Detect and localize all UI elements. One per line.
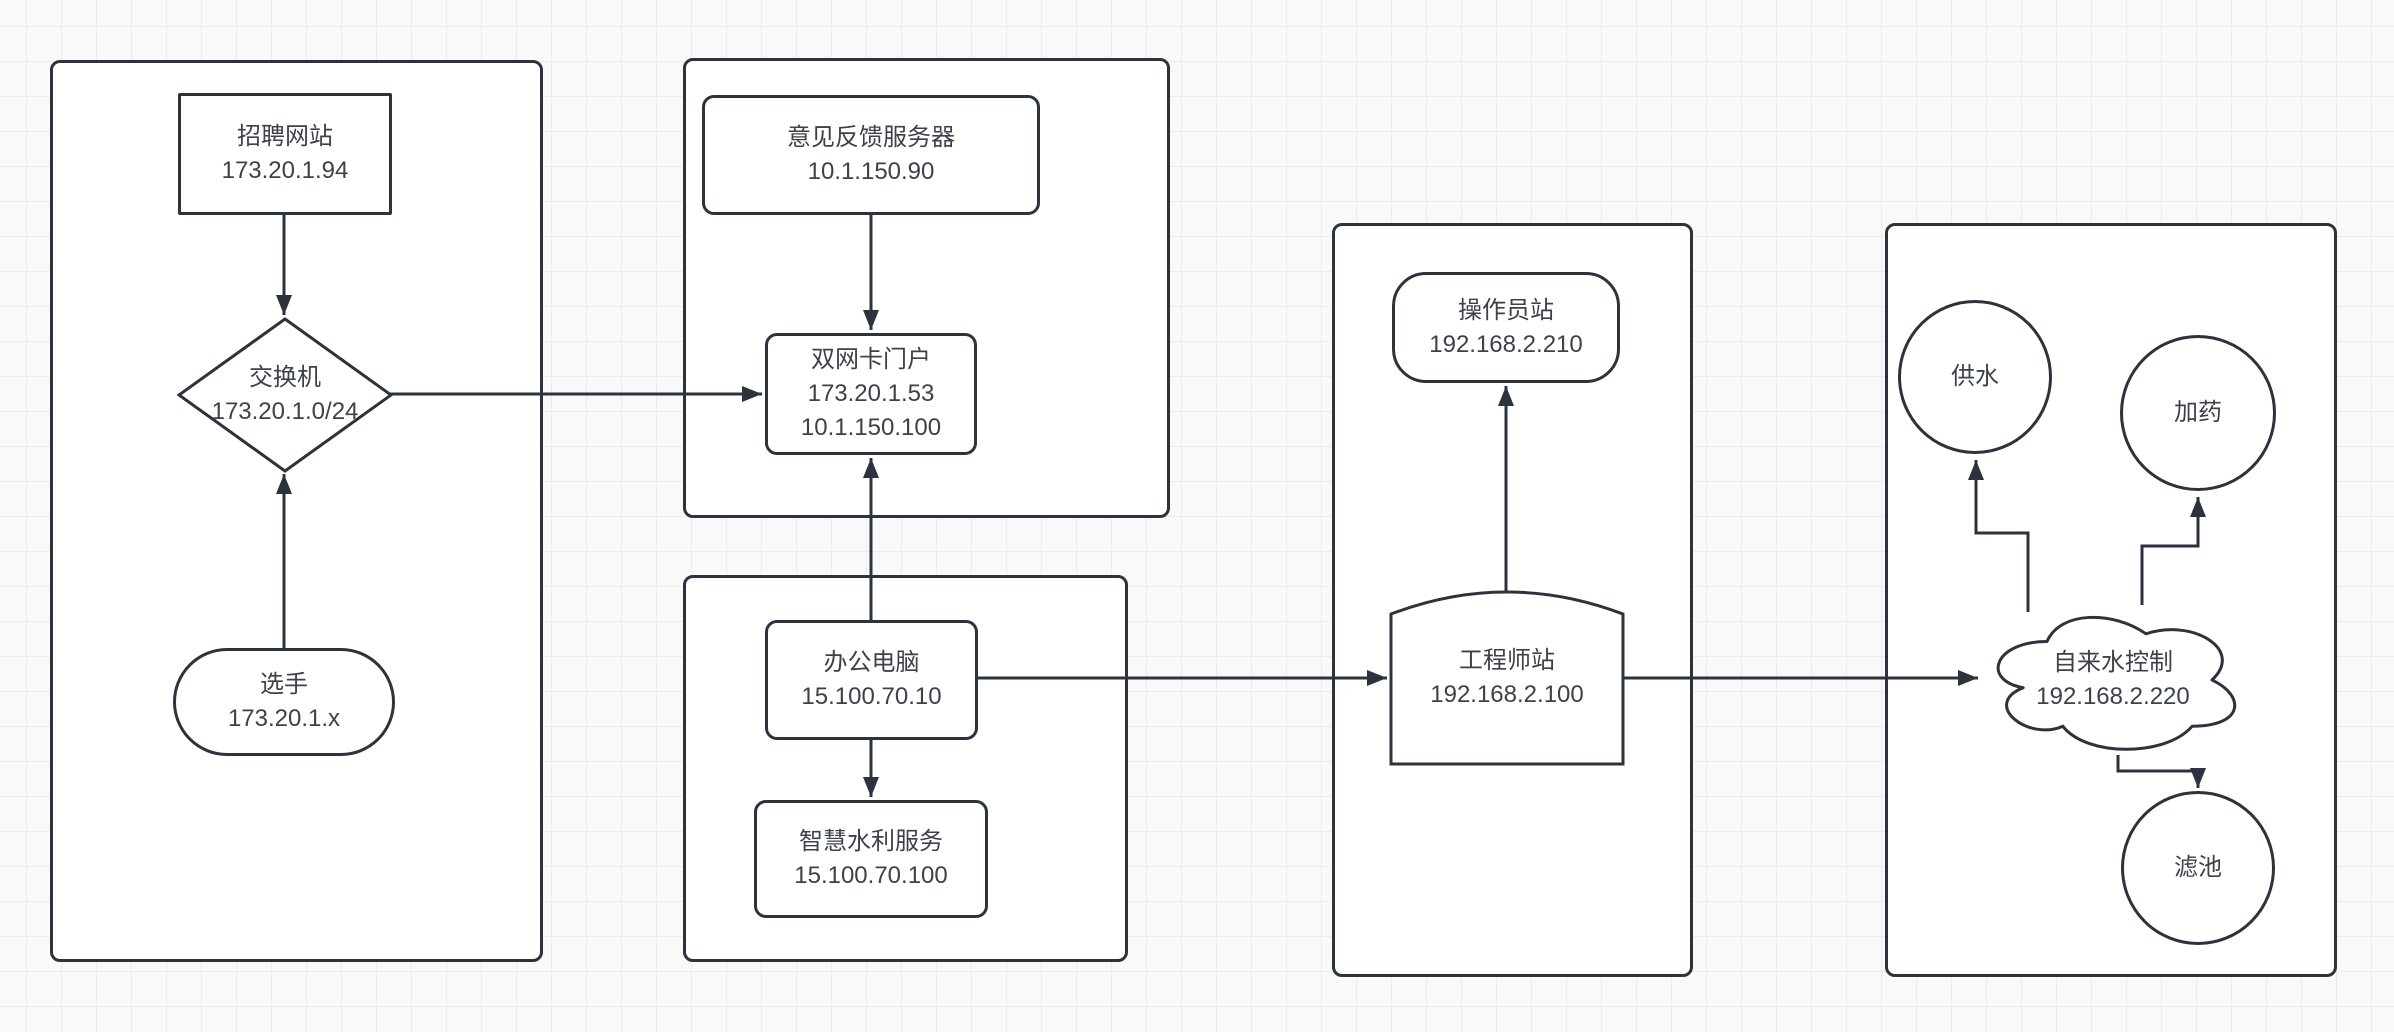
node-ip: 173.20.1.53 [807, 380, 935, 407]
node-player[interactable]: 选手 173.20.1.x [173, 648, 395, 756]
node-label: 办公电脑 [823, 649, 920, 676]
edge-water-control-to-supply[interactable] [1968, 460, 2030, 612]
node-smart-water-service[interactable]: 智慧水利服务 15.100.70.100 [754, 800, 988, 918]
node-operator-station[interactable]: 操作员站 192.168.2.210 [1392, 272, 1620, 383]
node-label: 交换机 [249, 364, 321, 391]
node-ip: 15.100.70.10 [801, 683, 942, 710]
node-label: 加药 [2174, 399, 2222, 426]
node-ip: 173.20.1.94 [221, 157, 349, 184]
node-ip: 173.20.1.0/24 [211, 398, 359, 425]
node-label: 智慧水利服务 [799, 828, 943, 855]
node-ip: 10.1.150.90 [807, 158, 935, 185]
node-label: 招聘网站 [237, 123, 333, 150]
node-label: 双网卡门户 [811, 346, 931, 373]
node-feedback-server[interactable]: 意见反馈服务器 10.1.150.90 [702, 95, 1040, 215]
node-label: 自来水控制 [2053, 649, 2173, 676]
node-label: 选手 [260, 671, 308, 698]
node-water-supply[interactable]: 供水 [1898, 300, 2052, 454]
node-label: 供水 [1951, 363, 1999, 390]
node-ip-2: 10.1.150.100 [800, 414, 942, 441]
node-filter-pool[interactable]: 滤池 [2121, 791, 2275, 945]
node-label: 操作员站 [1458, 296, 1554, 324]
node-ip: 15.100.70.100 [794, 862, 948, 889]
node-ip: 192.168.2.100 [1430, 680, 1584, 708]
node-label: 滤池 [2174, 854, 2222, 881]
node-switch[interactable]: 交换机 173.20.1.0/24 [177, 317, 393, 473]
node-dual-nic-portal[interactable]: 双网卡门户 173.20.1.53 10.1.150.100 [765, 333, 977, 455]
arched-rectangle-shape [1389, 590, 1625, 766]
node-office-pc[interactable]: 办公电脑 15.100.70.10 [765, 620, 978, 740]
node-ip: 192.168.2.210 [1429, 330, 1583, 358]
edge-water-control-to-dosing[interactable] [2140, 497, 2206, 605]
node-recruit-site[interactable]: 招聘网站 173.20.1.94 [178, 93, 392, 215]
node-dosing[interactable]: 加药 [2120, 335, 2276, 491]
node-label: 意见反馈服务器 [787, 124, 955, 151]
cloud-shape [1996, 615, 2237, 751]
diamond-shape [177, 317, 393, 473]
node-water-control-cloud[interactable]: 自来水控制 192.168.2.220 [1981, 603, 2245, 757]
edge-water-control-to-filter[interactable] [2116, 755, 2206, 788]
node-ip: 173.20.1.x [227, 705, 341, 732]
node-engineer-station[interactable]: 工程师站 192.168.2.100 [1389, 590, 1625, 766]
node-label: 工程师站 [1459, 646, 1555, 674]
node-ip: 192.168.2.220 [2036, 683, 2190, 710]
